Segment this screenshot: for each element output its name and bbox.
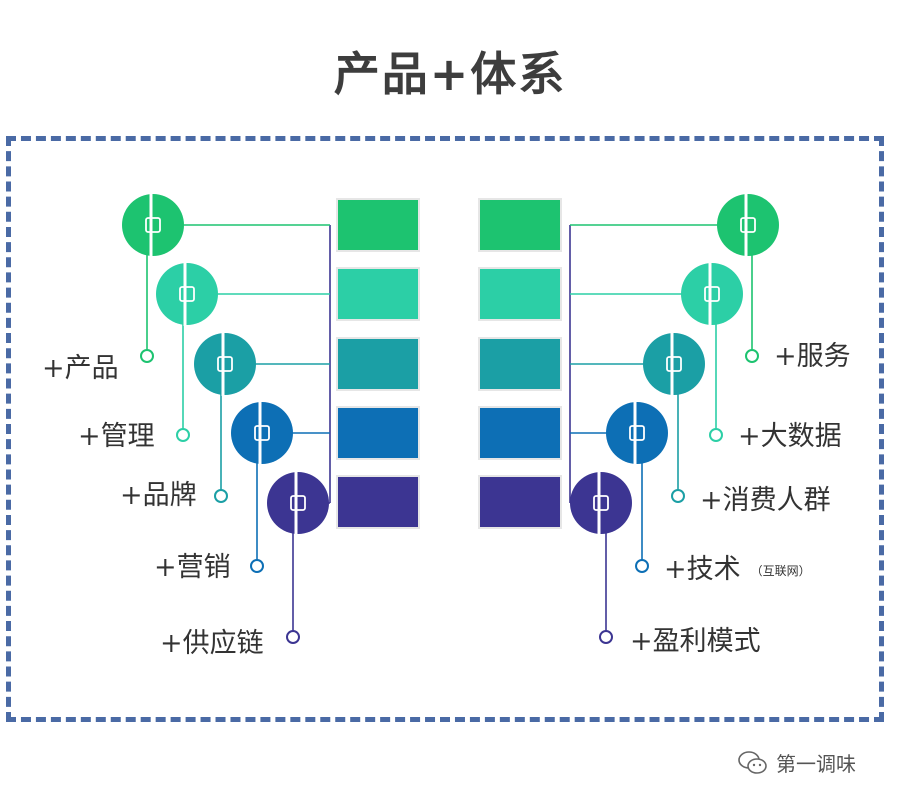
left-bar-2 — [336, 337, 420, 391]
right-label-service: +服务 — [774, 341, 851, 372]
right-circle-0 — [717, 194, 779, 256]
left-dot-4 — [286, 630, 300, 644]
right-dot-0 — [745, 349, 759, 363]
left-label-supply-chain: +供应链 — [160, 628, 264, 659]
left-bar-3 — [336, 406, 420, 460]
right-dot-2 — [671, 489, 685, 503]
left-label-brand: +品牌 — [120, 480, 197, 511]
left-c-letter-icon — [217, 356, 233, 372]
left-dot-0 — [140, 349, 154, 363]
right-e-letter-icon — [593, 495, 609, 511]
right-dot-3 — [635, 559, 649, 573]
left-d-letter-icon — [254, 425, 270, 441]
left-circle-1 — [156, 263, 218, 325]
left-bar-1 — [336, 267, 420, 321]
left-bar-4 — [336, 475, 420, 529]
right-label-technology-text: +技术 — [664, 554, 741, 585]
dashed-frame — [6, 136, 884, 722]
right-dot-1 — [709, 428, 723, 442]
right-label-technology: +技术 （互联网） — [664, 556, 811, 583]
left-dot-1 — [176, 428, 190, 442]
left-dot-3 — [250, 559, 264, 573]
right-label-technology-note: （互联网） — [750, 563, 811, 578]
right-bar-2 — [478, 337, 562, 391]
left-label-management: +管理 — [78, 421, 155, 452]
left-circle-4 — [267, 472, 329, 534]
wechat-icon — [738, 750, 767, 774]
right-circle-4 — [570, 472, 632, 534]
watermark-text: 第一调味 — [776, 752, 856, 776]
left-circle-2 — [194, 333, 256, 395]
page-title: 产品+体系 — [333, 47, 567, 101]
right-bar-1 — [478, 267, 562, 321]
left-label-marketing: +营销 — [154, 552, 231, 583]
right-circle-1 — [681, 263, 743, 325]
right-label-big-data: +大数据 — [738, 421, 842, 452]
left-circle-0 — [122, 194, 184, 256]
right-c-letter-icon — [666, 356, 682, 372]
left-bar-0 — [336, 198, 420, 252]
left-circle-3 — [231, 402, 293, 464]
right-label-consumers: +消费人群 — [700, 485, 831, 516]
left-e-letter-icon — [290, 495, 306, 511]
right-b-letter-icon — [704, 286, 720, 302]
right-a-letter-icon — [740, 217, 756, 233]
right-dot-4 — [599, 630, 613, 644]
right-bar-4 — [478, 475, 562, 529]
right-bar-3 — [478, 406, 562, 460]
right-circle-2 — [643, 333, 705, 395]
watermark: 第一调味 — [738, 748, 856, 777]
right-label-profit-model: +盈利模式 — [630, 626, 761, 657]
right-circle-3 — [606, 402, 668, 464]
left-dot-2 — [214, 489, 228, 503]
left-a-letter-icon — [145, 217, 161, 233]
left-b-letter-icon — [179, 286, 195, 302]
left-label-product: +产品 — [42, 353, 119, 384]
right-d-letter-icon — [629, 425, 645, 441]
right-bar-0 — [478, 198, 562, 252]
